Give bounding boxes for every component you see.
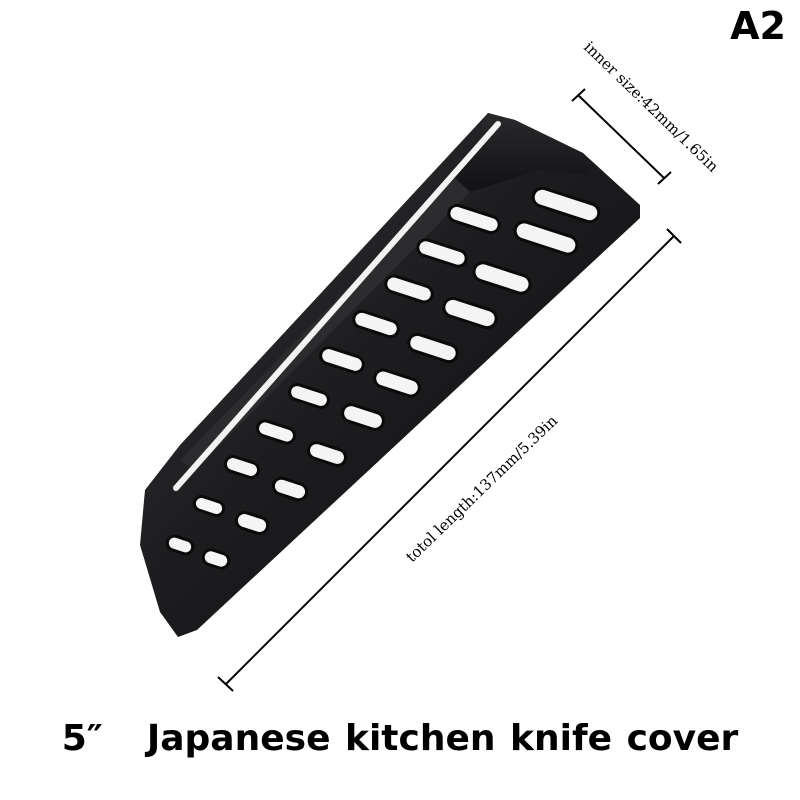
- inner-size-label: inner size:42mm/1.65in: [580, 38, 722, 176]
- caption-title: Japanese kitchen knife cover: [146, 718, 739, 759]
- vent-hole: [472, 261, 532, 295]
- vent-hole: [513, 220, 579, 256]
- vent-hole: [373, 368, 421, 398]
- product-caption: 5″ Japanese kitchen knife cover: [0, 718, 800, 759]
- vent-hole: [442, 296, 498, 330]
- vent-hole: [288, 383, 330, 409]
- vent-hole: [447, 203, 501, 235]
- vent-hole: [271, 476, 309, 502]
- vent-hole: [234, 511, 270, 535]
- knife-cover: [140, 113, 640, 637]
- inner-size-dimension: inner size:42mm/1.65in: [571, 38, 722, 185]
- vent-hole: [223, 455, 261, 479]
- vent-hole: [531, 186, 601, 224]
- caption-size: 5″: [61, 718, 103, 759]
- total-length-label: totol length:137mm/5.39in: [402, 411, 561, 565]
- vent-hole: [416, 238, 468, 268]
- vent-holes: [165, 186, 601, 570]
- vent-hole: [341, 403, 385, 431]
- vent-hole: [384, 274, 434, 304]
- variant-badge: A2: [730, 4, 786, 48]
- vent-hole: [319, 346, 365, 374]
- vent-hole: [352, 309, 400, 339]
- vent-hole: [407, 332, 459, 364]
- spine-slot: [173, 121, 501, 491]
- vent-hole: [165, 534, 195, 556]
- vent-hole: [201, 548, 231, 570]
- vent-hole: [192, 495, 226, 517]
- vent-hole: [256, 419, 296, 445]
- vent-hole: [307, 441, 347, 467]
